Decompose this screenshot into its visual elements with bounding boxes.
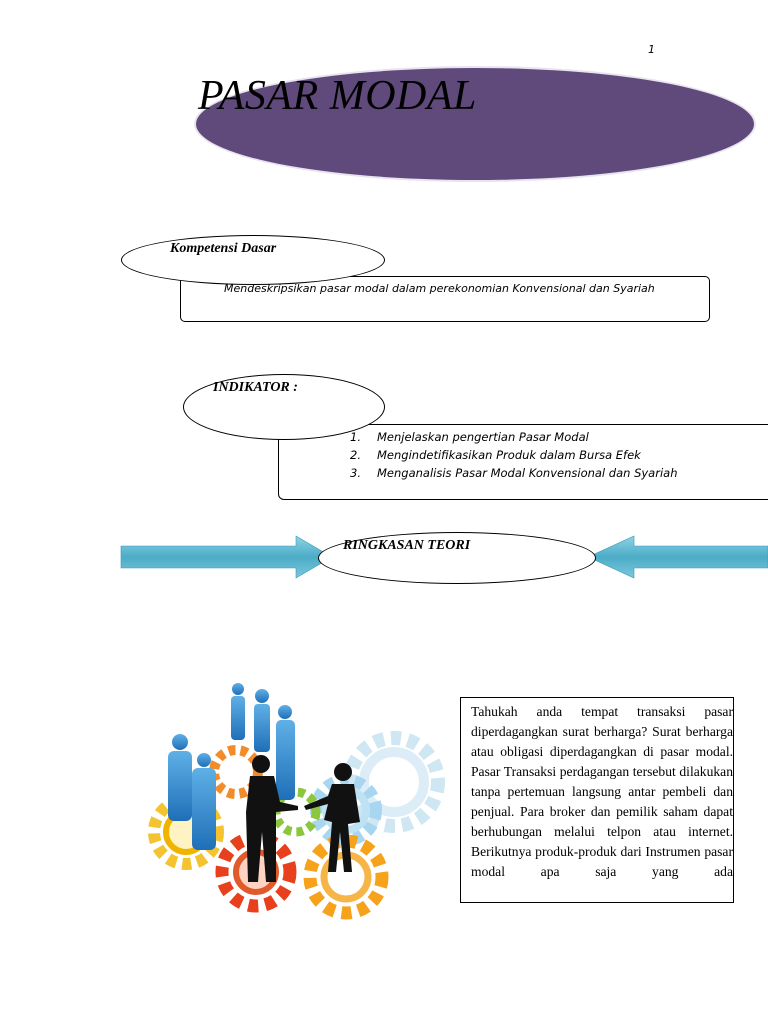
indikator-item: 3. Menganalisis Pasar Modal Konvensional …: [350, 464, 678, 482]
indikator-item-number: 1.: [350, 430, 361, 444]
indikator-ellipse: [183, 374, 385, 440]
indikator-item-text: Menganalisis Pasar Modal Konvensional da…: [377, 466, 678, 480]
indikator-item-number: 3.: [350, 466, 361, 480]
kompetensi-label: Kompetensi Dasar: [170, 241, 277, 256]
body-text-box: Tahukah anda tempat transaksi pasar dipe…: [460, 697, 734, 903]
arrow-right-icon: [120, 535, 333, 579]
team-silhouettes: [168, 683, 295, 850]
page-title: PASAR MODAL: [198, 73, 477, 119]
ringkasan-label: RINGKASAN TEORI: [343, 538, 471, 553]
indikator-list: 1. Menjelaskan pengertian Pasar Modal 2. M…: [350, 428, 678, 482]
business-people-gears-illustration: [148, 683, 445, 920]
indikator-box: [278, 424, 768, 500]
indikator-item: 2. Mengindetifikasikan Produk dalam Bursa…: [350, 446, 678, 464]
page-number: 1: [648, 43, 655, 56]
handshake-silhouettes: [246, 755, 360, 882]
ringkasan-ellipse: [318, 532, 596, 584]
kompetensi-ellipse: [121, 235, 385, 285]
ringkasan-arrows: [120, 535, 768, 579]
indikator-item-text: Mengindetifikasikan Produk dalam Bursa E…: [377, 448, 641, 462]
title-ellipse: [196, 68, 754, 180]
kompetensi-text: Mendeskripsikan pasar modal dalam pereko…: [224, 282, 655, 295]
indikator-label: INDIKATOR :: [213, 380, 298, 395]
arrow-left-icon: [587, 535, 768, 579]
indikator-item-text: Menjelaskan pengertian Pasar Modal: [377, 430, 589, 444]
indikator-item-number: 2.: [350, 448, 361, 462]
indikator-item: 1. Menjelaskan pengertian Pasar Modal: [350, 428, 678, 446]
